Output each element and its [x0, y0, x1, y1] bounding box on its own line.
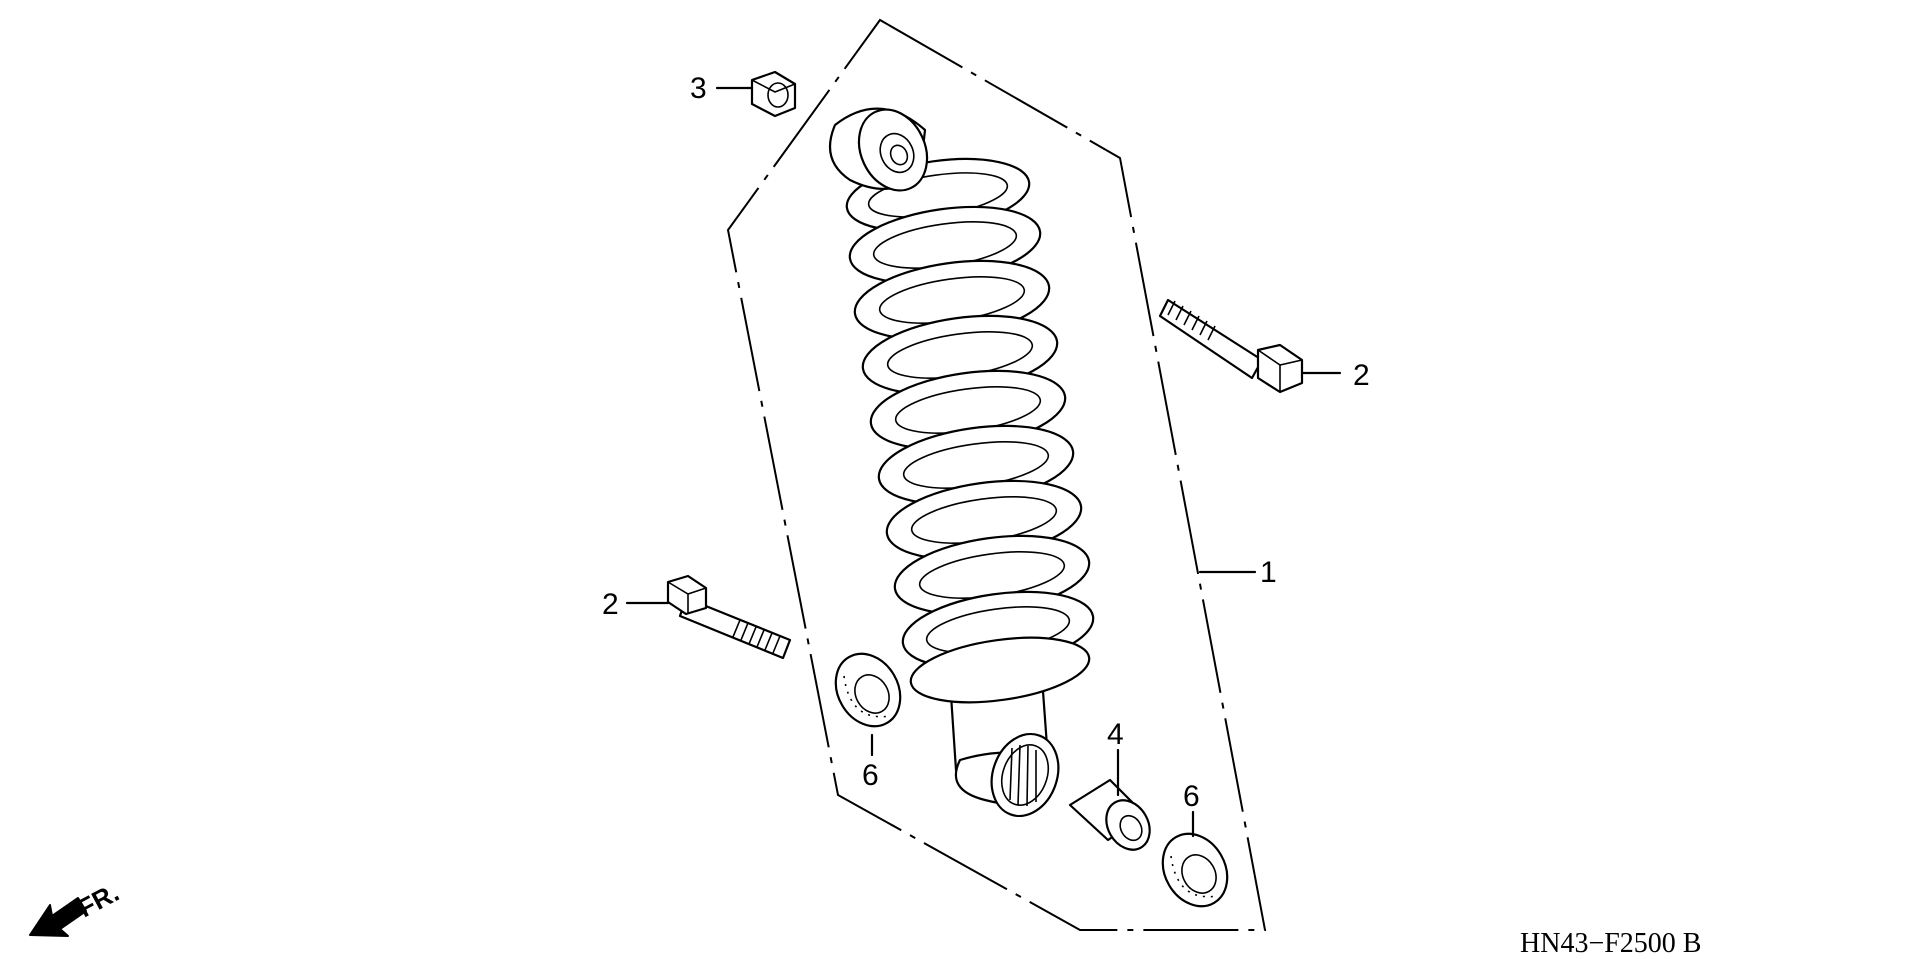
callout-6-left: 6	[862, 759, 879, 792]
spring-coils	[845, 157, 1095, 704]
diagram-code: HN43−F2500 B	[1520, 928, 1701, 959]
callout-3: 3	[690, 72, 707, 105]
collar	[1068, 778, 1151, 851]
front-indicator: FR.	[29, 877, 124, 937]
assembly-outline	[726, 18, 1267, 931]
callout-4: 4	[1107, 718, 1124, 751]
callout-6-right: 6	[1183, 780, 1200, 813]
front-label: FR.	[73, 877, 124, 923]
dust-seal-left	[834, 652, 902, 728]
callout-2-upper: 2	[1353, 359, 1370, 392]
shock-absorber	[828, 107, 1095, 818]
callout-1: 1	[1260, 556, 1277, 589]
dust-seal-right	[1161, 832, 1229, 908]
callout-2-lower: 2	[602, 588, 619, 621]
bolt-upper-right	[1158, 298, 1304, 394]
flange-nut	[750, 70, 797, 118]
bolt-lower-left	[666, 574, 792, 660]
arrow-front-icon	[29, 897, 87, 937]
